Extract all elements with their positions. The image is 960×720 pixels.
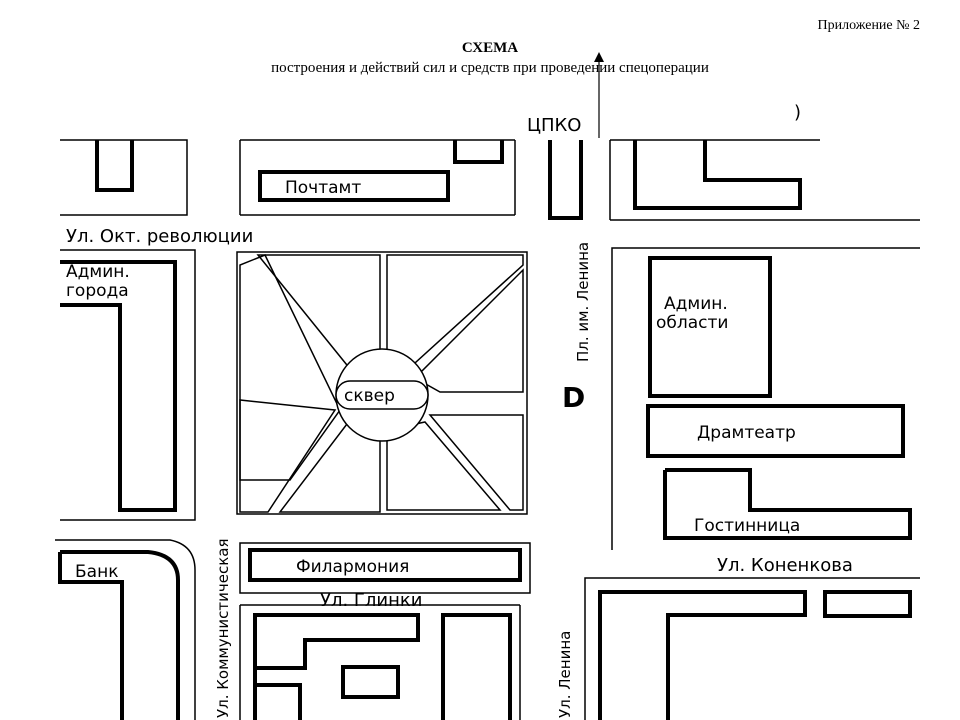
dramteatr-building (646, 404, 905, 458)
corner-marker: ) (794, 102, 801, 123)
bank-label: Банк (75, 562, 118, 582)
street-lines (55, 139, 920, 720)
north-arrow-icon (594, 52, 604, 138)
street-ul-lenina: Ул. Ленина (556, 631, 574, 718)
street-kommunisticheskaya: Ул. Коммунистическая (214, 538, 232, 718)
street-konenkova: Ул. Коненкова (717, 555, 853, 576)
filarmoniya-building (248, 548, 522, 582)
admin-oblasti-building (648, 256, 772, 398)
tribune-marker: D (562, 381, 585, 414)
filarmoniya-label: Филармония (296, 557, 409, 577)
pochtamt-label: Почтамт (285, 178, 361, 198)
admin-oblasti-label-line1: Админ. (664, 294, 728, 314)
admin-goroda-label-line1: Админ. (66, 262, 130, 282)
pochtamt-building (258, 170, 450, 202)
tspko-label: ЦПКО (527, 115, 581, 136)
skver-label: сквер (344, 386, 395, 406)
buildings (58, 140, 912, 720)
skver-label-box (335, 380, 429, 410)
admin-goroda-label-line2: города (66, 281, 129, 301)
admin-oblasti-label-line2: области (656, 313, 728, 333)
street-pl-lenina: Пл. им. Ленина (574, 242, 592, 362)
gostinitsa-label: Гостинница (694, 516, 800, 536)
street-okt-revolution: Ул. Окт. революции (66, 226, 253, 247)
street-glinki: Ул. Глинки (320, 590, 422, 611)
dramteatr-label: Драмтеатр (697, 423, 796, 443)
scheme-title: СХЕМА (461, 40, 519, 56)
appendix-label: Приложение № 2 (817, 18, 921, 33)
